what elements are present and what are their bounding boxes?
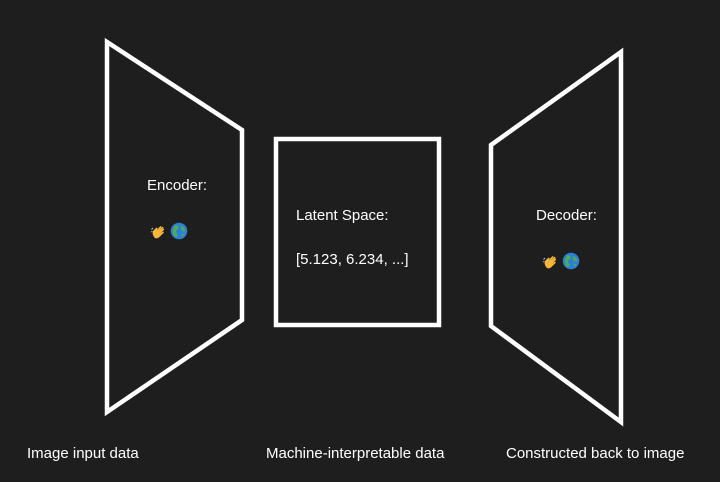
latent-space-title: Latent Space: bbox=[296, 207, 389, 224]
decoder-icons bbox=[542, 251, 580, 271]
waving-hand-icon bbox=[542, 252, 560, 270]
encoder-icons bbox=[150, 221, 188, 241]
encoder-title: Encoder: bbox=[147, 177, 208, 194]
decoder-trapezoid bbox=[488, 47, 624, 427]
encoder-caption: Image input data bbox=[27, 445, 139, 462]
latent-space-caption: Machine-interpretable data bbox=[266, 445, 445, 462]
globe-icon bbox=[170, 222, 188, 240]
latent-vector-value: [5.123, 6.234, ...] bbox=[296, 251, 409, 268]
globe-icon bbox=[562, 252, 580, 270]
decoder-caption: Constructed back to image bbox=[506, 445, 685, 462]
waving-hand-icon bbox=[150, 222, 168, 240]
decoder-title: Decoder: bbox=[536, 207, 597, 224]
latent-space-box bbox=[273, 136, 442, 328]
